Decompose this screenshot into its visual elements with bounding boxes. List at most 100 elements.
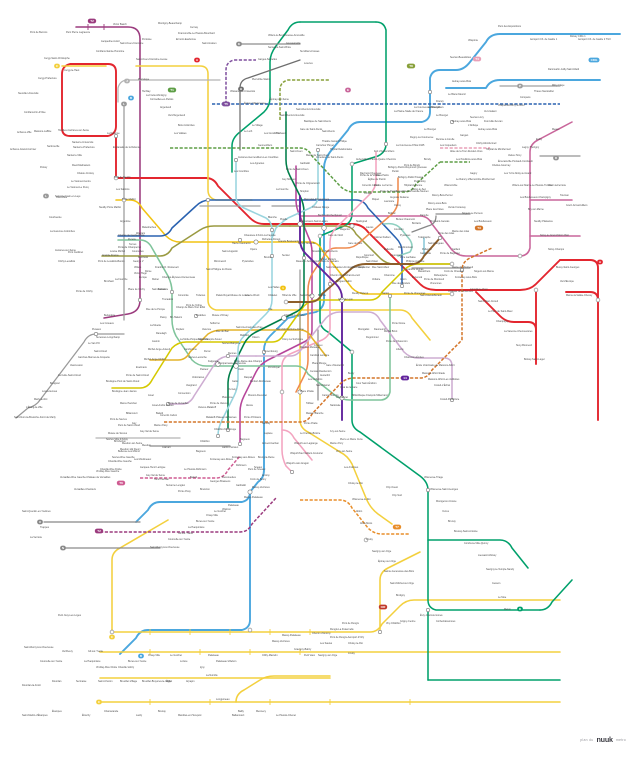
- station-label: Trocadéro: [162, 298, 174, 301]
- line-badge-label: 14: [403, 376, 407, 380]
- station-label: La Hacquinière: [188, 526, 205, 529]
- station-label: Châtillon-Montrouge: [214, 428, 237, 431]
- line-badge[interactable]: J: [124, 78, 130, 84]
- station-label: Maison Blanche: [306, 412, 324, 415]
- station-label: Chemin d'Antony: [312, 632, 331, 635]
- station-label: Hôpital Delafontaine: [330, 148, 353, 151]
- station-label: Austerlitz: [320, 374, 331, 377]
- line-badge[interactable]: OR: [378, 604, 388, 610]
- station-label: La Varenne-Chennevières: [504, 330, 533, 333]
- station-label: Saint-Ouen: [290, 150, 303, 153]
- line-badge[interactable]: P: [517, 83, 523, 89]
- station-label: Chaville-Rive Gauche: [108, 460, 132, 463]
- station-label: Maisons-Alfort-Stade: [422, 372, 446, 375]
- station-label: Saint-Lazare: [152, 288, 167, 291]
- station-label: Thieux-Nantouillet: [534, 90, 554, 93]
- line-badge[interactable]: T2: [87, 18, 97, 24]
- station-markers: [94, 90, 601, 635]
- line-badge[interactable]: H: [238, 86, 244, 92]
- station-label: Bussy-Saint-Georges: [556, 266, 580, 269]
- station-label: Bobigny-Pantin-Raymond Queneau: [388, 166, 427, 169]
- line-badge-label: N: [62, 546, 65, 550]
- station-label: Port-Royal: [268, 366, 280, 369]
- line-badge[interactable]: E: [345, 87, 351, 93]
- line-badge[interactable]: A: [597, 259, 603, 265]
- station-label: Saint-Gratien: [202, 42, 217, 45]
- station-label: Noisy-Champs: [548, 248, 565, 251]
- station-label: Créteil-Préfecture: [440, 398, 460, 401]
- line-badge[interactable]: T8: [406, 63, 416, 69]
- line-badge[interactable]: 1: [280, 285, 286, 291]
- line-badge-shape: [138, 653, 144, 659]
- station-label: Puteaux: [92, 328, 102, 331]
- line-badge[interactable]: B: [128, 95, 134, 101]
- station-label: Vert-Galant: [484, 110, 497, 113]
- station-label: Nation: [382, 292, 390, 295]
- station-label: Argentine: [120, 220, 131, 223]
- station-label: Rosny-sous-Bois: [428, 202, 447, 205]
- station-label: Porte de Charenton: [386, 340, 408, 343]
- station-label: Aulnay-sous-Bois: [452, 120, 472, 123]
- station-label: Le Raincy-Villemomble-Montfermeil: [456, 178, 495, 181]
- line-badge[interactable]: C: [54, 63, 60, 69]
- station-label: Suzanne Lenglen: [166, 484, 186, 487]
- station-label: Neuville-Université: [18, 92, 39, 95]
- station-label: Champigny: [496, 320, 509, 323]
- station-label: Pierrelaye: [138, 78, 150, 81]
- station-label: Villepinte: [468, 39, 479, 42]
- line-badge[interactable]: C: [109, 634, 115, 640]
- line-badge[interactable]: T2: [94, 528, 104, 534]
- station-label: Georges Brassens: [210, 480, 231, 483]
- station-label: Pont de Levallois-Bécon: [98, 260, 125, 263]
- line-badge[interactable]: U: [37, 519, 43, 525]
- station-label: Esbly: [536, 138, 543, 141]
- station-label: Étampes: [52, 710, 62, 713]
- station-label: Haussmann-Saint-Lazare: [300, 220, 328, 223]
- station-label: Porte de Vincennes: [404, 292, 426, 295]
- line-badge[interactable]: 14: [400, 375, 410, 381]
- station-label: Orsay-Ville: [148, 654, 161, 657]
- line-badge[interactable]: D: [517, 606, 523, 612]
- station-label: Conflans-Fin-d'Oise: [24, 111, 46, 114]
- line-badge[interactable]: R: [553, 155, 559, 161]
- line-badge[interactable]: B: [138, 653, 144, 659]
- station-label: Villiers-le-Bel-Gonesse-Arnouville: [268, 34, 305, 37]
- station-label: Sèvres-Lecourbe: [188, 356, 207, 359]
- line-badge[interactable]: T1: [167, 87, 177, 93]
- station-label: Vitry-sur-Seine: [336, 450, 353, 453]
- line-badge[interactable]: A: [194, 57, 200, 63]
- line-badge[interactable]: K: [236, 41, 242, 47]
- line-badge[interactable]: T7: [392, 524, 402, 530]
- station-label: La Fourche: [115, 278, 128, 281]
- station-label: Louvres: [304, 62, 314, 65]
- line-group-transilien: [15, 43, 581, 549]
- line-badge[interactable]: L: [121, 101, 127, 107]
- station-label: Nanterre-Ville: [67, 154, 83, 157]
- station-label: Couronnes: [390, 254, 403, 257]
- station-label: Pont Cardinet: [68, 251, 83, 254]
- station-label: Meaux: [552, 128, 560, 131]
- line-badge[interactable]: T6: [116, 480, 126, 486]
- line-badge[interactable]: CDG: [588, 57, 600, 63]
- station-label: Jacques-Henri Lartigue: [140, 466, 166, 469]
- line-badge-label: U: [39, 520, 42, 524]
- line-badge-shape: [60, 545, 66, 551]
- line-badge[interactable]: T4: [472, 56, 482, 62]
- station-label: Malakoff-Plateau de Vanves: [206, 416, 237, 419]
- line-badge[interactable]: L: [43, 193, 49, 199]
- station-label: Porte Dorée: [392, 322, 406, 325]
- line-badge[interactable]: T5: [221, 101, 231, 107]
- station-label: Croix de Chavaux: [444, 270, 464, 273]
- station-label: Aubervilliers-Pantin-Quatre Chemins: [356, 158, 397, 161]
- line-badge[interactable]: N: [60, 545, 66, 551]
- line-badge[interactable]: T3: [474, 225, 484, 231]
- station-label: Convention: [178, 392, 191, 395]
- station-label: Le Vésinet-Centre: [71, 180, 91, 183]
- station-label: Neuilly-Porte Maillot: [99, 206, 121, 209]
- station-label: Montparnasse-Bienvenüe: [218, 362, 247, 365]
- station-label: Jardin Parisien: [222, 446, 239, 449]
- line-badge[interactable]: C: [96, 699, 102, 705]
- station-label: Roissy CDG 1: [570, 35, 586, 38]
